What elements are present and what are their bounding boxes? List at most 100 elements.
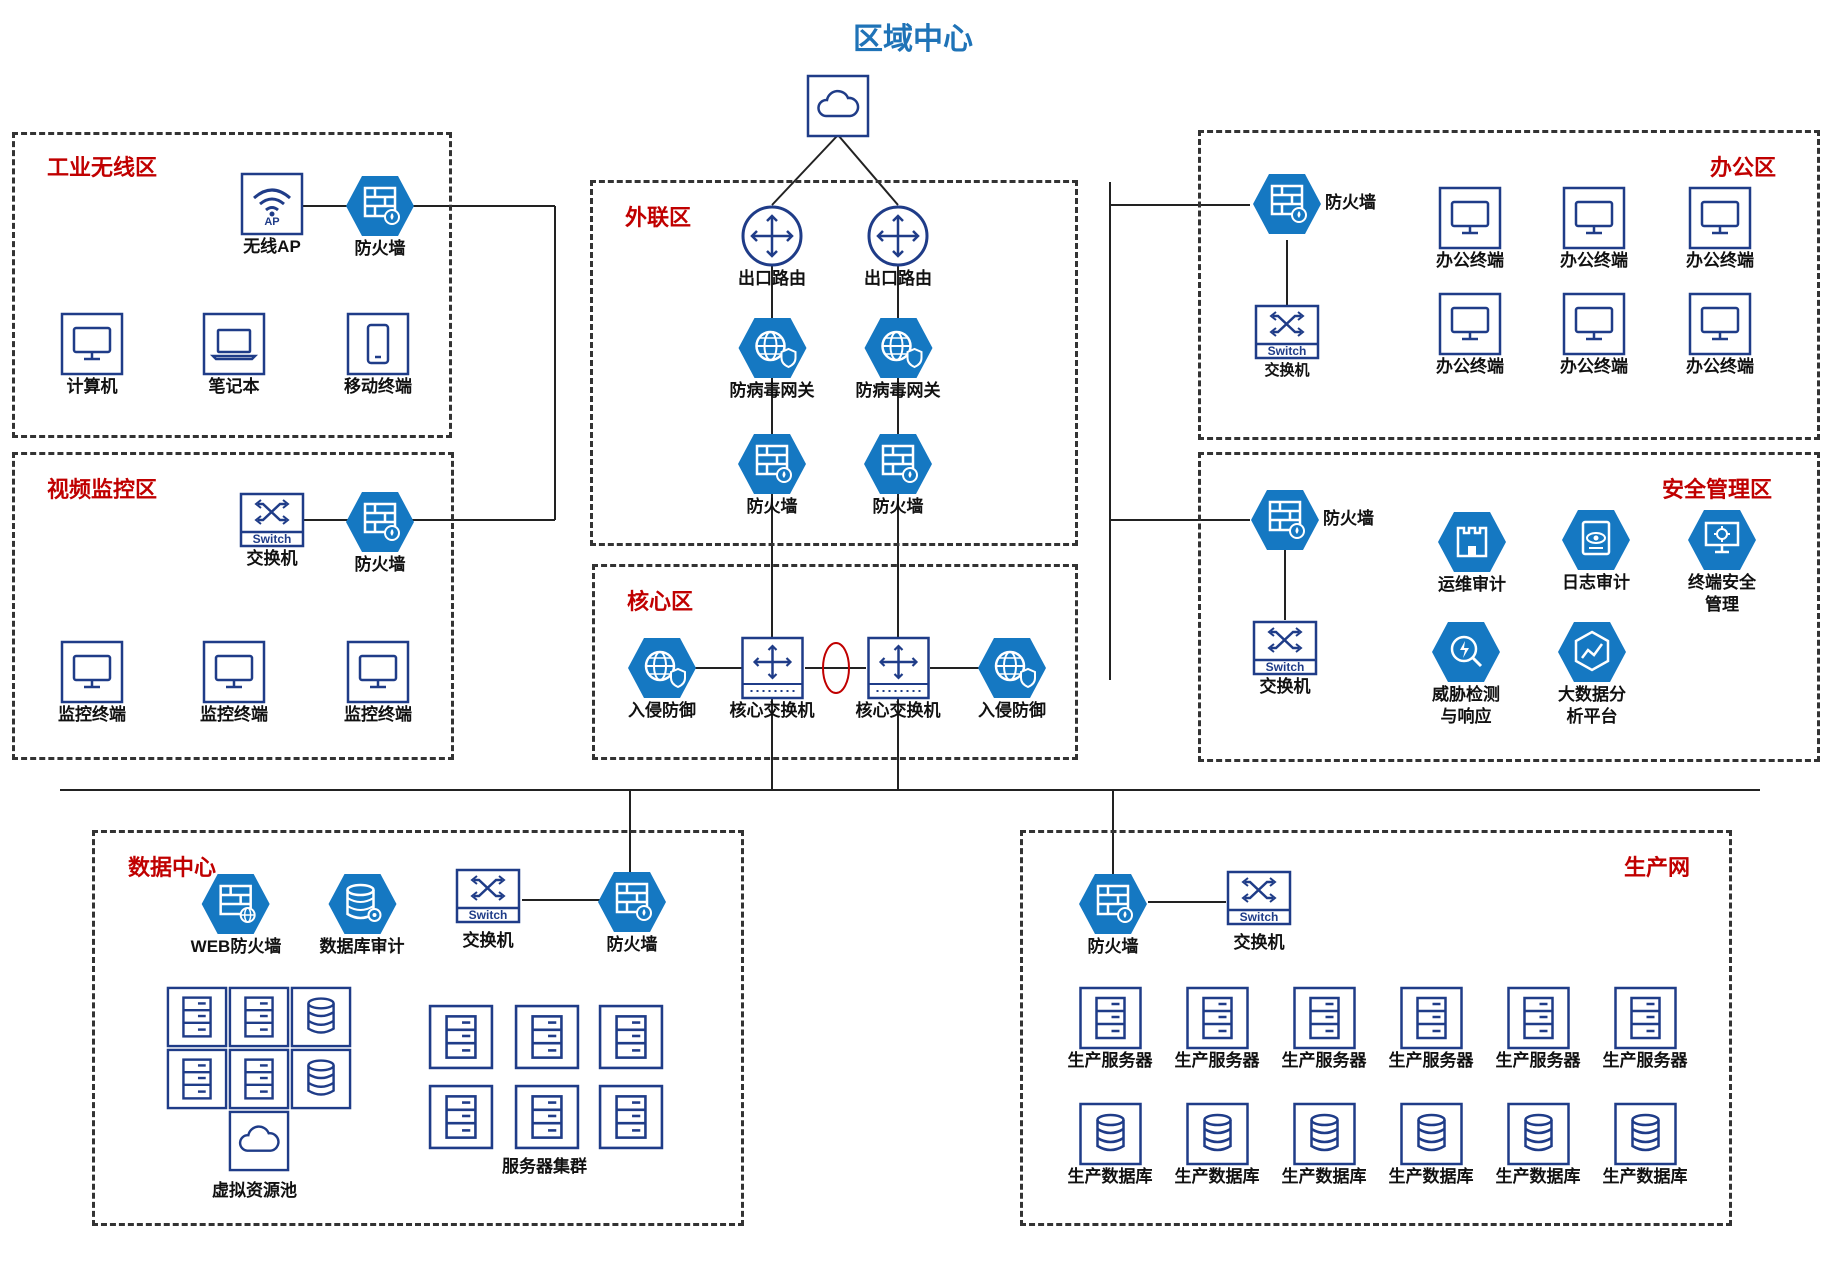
office-switch-node[interactable]: Switch 交换机 — [1254, 304, 1320, 382]
server-icon — [1292, 986, 1356, 1050]
ops-audit-node[interactable]: 运维审计 — [1437, 510, 1507, 596]
production-db-node[interactable]: 生产数据库 — [1282, 1102, 1367, 1188]
node-label: 监控终端 — [344, 705, 412, 724]
node-label: 入侵防御 — [628, 701, 696, 720]
office-terminal-node[interactable]: 办公终端 — [1686, 186, 1754, 272]
zone-title-security: 安全管理区 — [1662, 477, 1773, 502]
db-audit-node[interactable]: 数据库审计 — [320, 872, 405, 958]
node-label: 生产服务器 — [1602, 1051, 1688, 1070]
external-firewall-node[interactable]: 防火墙 — [737, 432, 807, 518]
production-db-node[interactable]: 生产数据库 — [1496, 1102, 1581, 1188]
endpoint-security-icon — [1687, 508, 1757, 572]
globe-shield-icon — [863, 316, 933, 380]
production-server-node[interactable]: 生产服务器 — [1496, 986, 1581, 1072]
switch-tag: Switch — [1265, 660, 1305, 674]
node-label: 生产服务器 — [1388, 1051, 1474, 1070]
production-db-node[interactable]: 生产数据库 — [1068, 1102, 1153, 1188]
video-firewall-node[interactable]: 防火墙 — [345, 490, 415, 576]
monitor-icon — [346, 640, 410, 704]
bigdata-platform-node[interactable]: 大数据分 析平台 — [1557, 620, 1627, 728]
phone-icon — [346, 312, 410, 376]
log-audit-node[interactable]: 日志审计 — [1561, 508, 1631, 594]
node-label: 交换机 — [1259, 677, 1311, 696]
wireless-firewall-node[interactable]: 防火墙 — [345, 174, 415, 260]
office-terminal-node[interactable]: 办公终端 — [1436, 186, 1504, 272]
external-firewall-node[interactable]: 防火墙 — [863, 432, 933, 518]
monitor-icon — [60, 312, 124, 376]
egress-router-node[interactable]: 出口路由 — [864, 204, 932, 290]
wireless-ap-node[interactable]: AP 无线AP — [240, 172, 304, 258]
database-icon — [1185, 1102, 1249, 1166]
globe-shield-icon — [977, 636, 1047, 700]
laptop-node[interactable]: 笔记本 — [202, 312, 266, 398]
ips-node[interactable]: 入侵防御 — [977, 636, 1047, 722]
production-server-node[interactable]: 生产服务器 — [1603, 986, 1688, 1072]
office-terminal-node[interactable]: 办公终端 — [1560, 292, 1628, 378]
firewall-icon — [1250, 488, 1320, 552]
server-cluster-grid[interactable] — [428, 1004, 668, 1152]
node-label: 生产服务器 — [1067, 1051, 1153, 1070]
node-label: 防火墙 — [746, 497, 798, 516]
monitor-terminal-node[interactable]: 监控终端 — [344, 640, 412, 726]
core-switch-node[interactable]: 核心交换机 — [730, 636, 815, 722]
database-icon — [1506, 1102, 1570, 1166]
virtual-pool-label: 虚拟资源池 — [212, 1181, 297, 1200]
monitor-icon — [1438, 186, 1502, 250]
monitor-icon — [1562, 186, 1626, 250]
office-terminal-node[interactable]: 办公终端 — [1436, 292, 1504, 378]
regional-center-cloud[interactable] — [804, 74, 872, 138]
database-icon — [1292, 1102, 1356, 1166]
ips-node[interactable]: 入侵防御 — [627, 636, 697, 722]
antivirus-gateway-node[interactable]: 防病毒网关 — [856, 316, 941, 402]
production-server-node[interactable]: 生产服务器 — [1282, 986, 1367, 1072]
endpoint-security-node[interactable]: 终端安全 管理 — [1687, 508, 1757, 616]
datacenter-switch-node[interactable]: Switch 交换机 — [455, 868, 521, 952]
office-terminal-node[interactable]: 办公终端 — [1686, 292, 1754, 378]
node-label: 监控终端 — [58, 705, 126, 724]
switch-tag: Switch — [1267, 344, 1307, 358]
monitor-terminal-node[interactable]: 监控终端 — [200, 640, 268, 726]
antivirus-gateway-node[interactable]: 防病毒网关 — [730, 316, 815, 402]
web-firewall-icon — [201, 872, 271, 936]
virtual-pool-grid[interactable] — [166, 986, 352, 1172]
server-icon — [1078, 986, 1142, 1050]
node-label: 核心交换机 — [729, 701, 815, 720]
video-switch-node[interactable]: Switch 交换机 — [239, 492, 305, 570]
security-firewall-node[interactable] — [1250, 488, 1320, 552]
production-server-node[interactable]: 生产服务器 — [1389, 986, 1474, 1072]
node-label: 办公终端 — [1436, 357, 1504, 376]
egress-router-node[interactable]: 出口路由 — [738, 204, 806, 290]
node-label: 防病毒网关 — [855, 381, 941, 400]
mobile-node[interactable]: 移动终端 — [344, 312, 412, 398]
office-firewall-node[interactable] — [1252, 172, 1322, 236]
security-switch-node[interactable]: Switch 交换机 — [1252, 620, 1318, 698]
office-terminal-node[interactable]: 办公终端 — [1560, 186, 1628, 272]
threat-search-icon — [1431, 620, 1501, 684]
node-label: WEB防火墙 — [190, 937, 282, 956]
zone-video-monitoring — [12, 452, 454, 760]
node-label: 办公终端 — [1436, 251, 1504, 270]
zone-external — [590, 180, 1078, 546]
datacenter-firewall-node[interactable]: 防火墙 — [597, 870, 667, 956]
production-db-node[interactable]: 生产数据库 — [1175, 1102, 1260, 1188]
monitor-terminal-node[interactable]: 监控终端 — [58, 640, 126, 726]
core-switch-node[interactable]: 核心交换机 — [856, 636, 941, 722]
node-label: 生产服务器 — [1495, 1051, 1581, 1070]
computer-node[interactable]: 计算机 — [60, 312, 124, 398]
monitor-icon — [60, 640, 124, 704]
web-firewall-node[interactable]: WEB防火墙 — [190, 872, 282, 958]
production-switch-node[interactable]: Switch 交换机 — [1226, 870, 1292, 954]
production-firewall-node[interactable]: 防火墙 — [1078, 872, 1148, 958]
firewall-icon — [737, 432, 807, 496]
production-server-node[interactable]: 生产服务器 — [1068, 986, 1153, 1072]
production-server-node[interactable]: 生产服务器 — [1175, 986, 1260, 1072]
production-db-node[interactable]: 生产数据库 — [1389, 1102, 1474, 1188]
threat-detection-node[interactable]: 威胁检测 与响应 — [1431, 620, 1501, 728]
production-db-node[interactable]: 生产数据库 — [1603, 1102, 1688, 1188]
node-label-line1: 大数据分 — [1558, 685, 1626, 704]
globe-shield-icon — [737, 316, 807, 380]
zone-title-office: 办公区 — [1710, 155, 1777, 180]
router-icon — [740, 204, 804, 268]
monitor-icon — [1438, 292, 1502, 356]
firewall-icon — [597, 870, 667, 934]
